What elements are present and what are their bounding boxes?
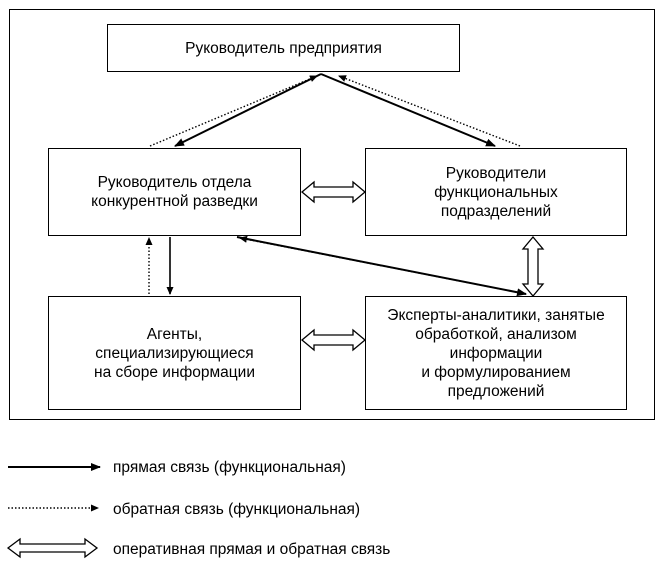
legend-feedback-label: обратная связь (функциональная) <box>113 501 361 518</box>
functional-heads-box: Руководители функциональных подразделени… <box>365 148 627 236</box>
experts-box: Эксперты-аналитики, занятые обработкой, … <box>365 296 627 410</box>
legend-operative-sample <box>6 537 99 559</box>
ci-head-label: Руководитель отдела конкурентной разведк… <box>91 174 258 210</box>
legend-direct-label: прямая связь (функциональная) <box>113 459 346 476</box>
enterprise-head-label: Руководитель предприятия <box>185 39 382 57</box>
enterprise-head-box: Руководитель предприятия <box>107 24 460 72</box>
functional-heads-label: Руководители функциональных подразделени… <box>434 164 558 220</box>
agents-box: Агенты, специализирующиеся на сборе инфо… <box>48 296 301 410</box>
diagram-frame <box>9 9 655 420</box>
ci-head-box: Руководитель отдела конкурентной разведк… <box>48 148 301 236</box>
legend-operative-label: оперативная прямая и обратная связь <box>113 541 391 558</box>
experts-label: Эксперты-аналитики, занятые обработкой, … <box>387 306 605 400</box>
agents-label: Агенты, специализирующиеся на сборе инфо… <box>94 325 255 381</box>
